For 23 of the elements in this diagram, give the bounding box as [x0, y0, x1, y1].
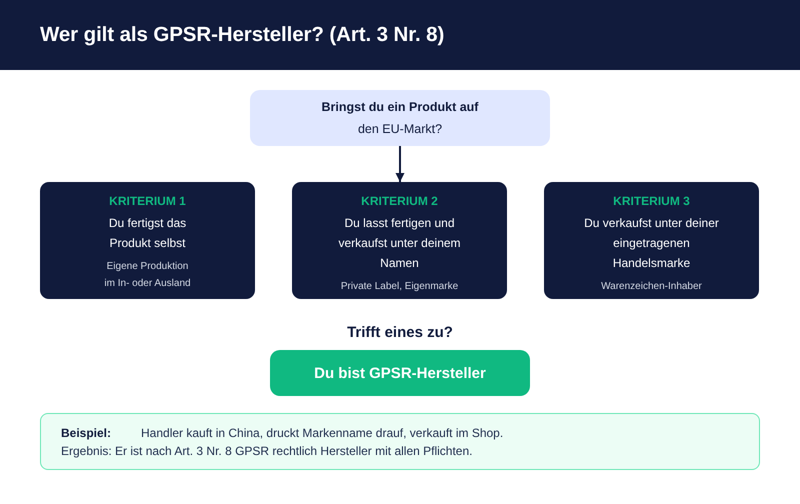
- criterion-text: Du lasst fertigen und verkaufst unter deinem Namen: [337, 215, 462, 272]
- result-text: Du bist GPSR-Hersteller: [314, 364, 486, 382]
- question-text: Bringst du ein Produkt auf den EU-Markt?: [320, 99, 480, 138]
- criterion-text: Du fertigst das Produkt selbst: [108, 215, 188, 252]
- question-label: Trifft eines zu?: [346, 324, 454, 341]
- criterion-heading: KRITERIUM 2: [361, 193, 438, 209]
- criterion-detail: Private Label, Eigenmarke: [340, 280, 460, 294]
- criterion-card: [40, 182, 255, 299]
- question-box: [250, 90, 550, 146]
- example-text: Handler kauft in China, druckt Markenname drauf, verkauft im Shop.: [141, 424, 504, 442]
- title-text: Wer gilt als GPSR-Hersteller? (Art. 3 Nr. 8): [40, 23, 444, 47]
- result-note-text: Ergebnis: Er ist nach Art. 3 Nr. 8 GPSR rechtlich Hersteller mit allen Pflichten.: [61, 442, 472, 460]
- criterion-detail: Eigene Produktion im In- oder Ausland: [103, 260, 192, 291]
- criterion-heading: KRITERIUM 3: [613, 193, 690, 209]
- result-box: [270, 350, 530, 396]
- example-note-box: [40, 413, 760, 470]
- arrow: [396, 146, 404, 182]
- criterion-detail: Warenzeichen-Inhaber: [600, 280, 703, 294]
- criterion-text: Du verkaufst unter deiner eingetragenen Handelsmarke: [583, 215, 720, 272]
- criterion-card: [544, 182, 759, 299]
- example-label: Beispiel:: [61, 424, 112, 442]
- criterion-heading: KRITERIUM 1: [109, 193, 186, 209]
- criterion-card: [292, 182, 507, 299]
